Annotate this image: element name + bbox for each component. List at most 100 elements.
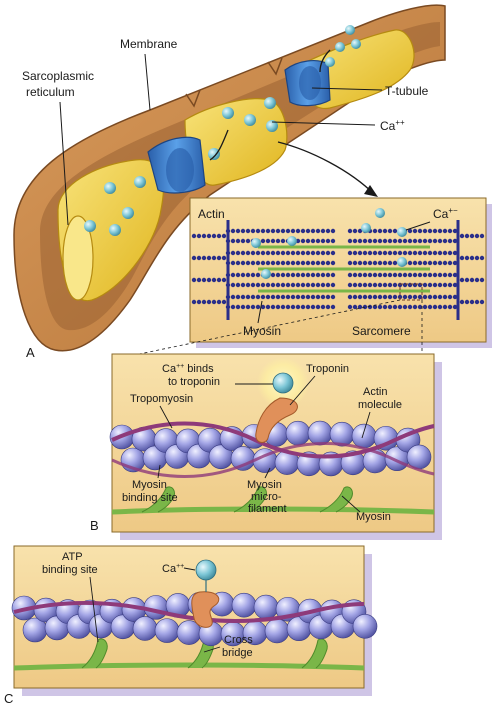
actin-bead	[388, 261, 392, 265]
actin-bead	[423, 295, 427, 299]
actin-bead	[423, 305, 427, 309]
actin-bead	[428, 229, 432, 233]
actin-bead	[480, 278, 484, 282]
actin-bead	[418, 229, 422, 233]
actin-bead	[316, 261, 320, 265]
actin-bead	[296, 261, 300, 265]
actin-bead	[465, 300, 469, 304]
actin-bead	[438, 239, 442, 243]
actin-bead	[212, 234, 216, 238]
actin-bead	[241, 229, 245, 233]
actin-bead	[212, 256, 216, 260]
actin-bead	[433, 229, 437, 233]
actin-bead	[226, 283, 230, 287]
actin-bead	[378, 305, 382, 309]
actin-bead	[241, 261, 245, 265]
actin-bead	[316, 251, 320, 255]
actin-bead	[311, 273, 315, 277]
panel-c-cross-bridge: ATP binding site Ca++ Cross bridge C	[4, 546, 377, 706]
sarcomere-label: Sarcomere	[352, 324, 411, 338]
actin-bead	[383, 273, 387, 277]
actin-bead	[388, 305, 392, 309]
actin-bead	[465, 234, 469, 238]
actin-bead	[368, 251, 372, 255]
actin-bead	[363, 305, 367, 309]
actin-bead	[363, 273, 367, 277]
actin-bead	[443, 239, 447, 243]
actin-bead	[331, 251, 335, 255]
actin-bead	[222, 234, 226, 238]
actin-bead	[271, 305, 275, 309]
actin-bead	[306, 251, 310, 255]
actin-bead	[448, 283, 452, 287]
actin-bead	[326, 261, 330, 265]
atp-binding-label-line2: binding site	[42, 564, 98, 576]
actin-bead	[423, 251, 427, 255]
actin-bead	[246, 261, 250, 265]
actin-bead	[460, 278, 464, 282]
actin-bead	[408, 305, 412, 309]
actin-bead	[266, 261, 270, 265]
actin-bead	[408, 273, 412, 277]
actin-bead	[202, 278, 206, 282]
actin-bead	[276, 295, 280, 299]
actin-bead	[226, 273, 230, 277]
actin-bead	[286, 229, 290, 233]
actin-bead	[286, 295, 290, 299]
actin-bead	[460, 256, 464, 260]
actin-bead	[465, 256, 469, 260]
actin-bead	[291, 295, 295, 299]
actin-bead	[443, 251, 447, 255]
actin-bead	[236, 261, 240, 265]
actin-bead	[222, 300, 226, 304]
actin-bead	[311, 239, 315, 243]
panel-b-troponin-binding: Ca++ binds to troponin Troponin Actin mo…	[90, 354, 442, 540]
actin-bead	[246, 305, 250, 309]
actin-bead	[453, 283, 457, 287]
actin-bead	[388, 229, 392, 233]
actin-bead	[433, 305, 437, 309]
sarcomere-inset: Actin Ca+− Myosin Sarcomere	[190, 198, 492, 348]
actin-bead	[202, 256, 206, 260]
actin-bead	[438, 283, 442, 287]
actin-bead	[348, 283, 352, 287]
actin-bead	[276, 283, 280, 287]
actin-bead	[453, 239, 457, 243]
actin-bead	[398, 273, 402, 277]
myosin-microfilament-label-line3: filament	[248, 503, 287, 515]
actin-bead	[348, 239, 352, 243]
actin-bead	[353, 251, 357, 255]
actin-bead	[353, 261, 357, 265]
actin-bead	[236, 283, 240, 287]
actin-label: Actin	[198, 207, 225, 221]
actin-bead	[271, 239, 275, 243]
actin-bead	[202, 234, 206, 238]
actin-bead	[256, 283, 260, 287]
actin-bead	[308, 421, 332, 445]
actin-bead	[326, 239, 330, 243]
actin-bead	[321, 251, 325, 255]
actin-bead	[321, 283, 325, 287]
actin-bead	[433, 273, 437, 277]
membrane-leader	[145, 54, 150, 110]
actin-bead	[265, 619, 289, 643]
panel-a-letter: A	[26, 345, 35, 360]
actin-bead	[453, 295, 457, 299]
actin-bead	[393, 273, 397, 277]
actin-bead	[428, 305, 432, 309]
actin-bead	[358, 261, 362, 265]
actin-bead	[306, 229, 310, 233]
actin-bead	[326, 251, 330, 255]
actin-bead	[358, 295, 362, 299]
actin-bead	[261, 283, 265, 287]
actin-bead	[428, 251, 432, 255]
actin-bead	[296, 283, 300, 287]
actin-molecule-label-line2: molecule	[358, 399, 402, 411]
actin-bead	[398, 305, 402, 309]
actin-bead	[453, 229, 457, 233]
actin-bead	[321, 239, 325, 243]
actin-bead	[241, 251, 245, 255]
actin-bead	[207, 300, 211, 304]
actin-bead	[413, 283, 417, 287]
t-tubule-opening	[299, 66, 321, 100]
